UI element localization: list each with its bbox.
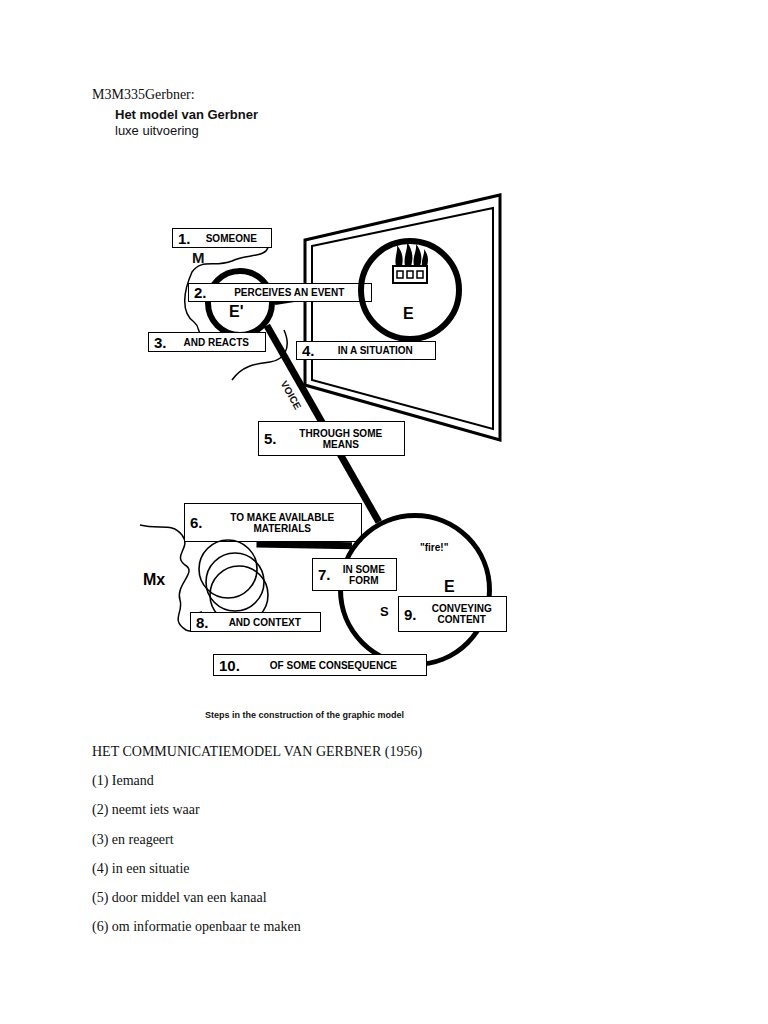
step-text: AND CONTEXT [215, 617, 315, 628]
window-frame [305, 195, 500, 440]
step-box: 8. AND CONTEXT [190, 612, 321, 632]
step-text: TO MAKE AVAILABLE MATERIALS [217, 512, 347, 534]
step-text: SOMEONE [197, 233, 266, 244]
event-circle: E [358, 238, 462, 342]
step-number: 2. [194, 285, 207, 300]
flame [405, 242, 413, 266]
document-id: M3M335Gerbner: [92, 87, 195, 103]
circle-text: Mx [143, 572, 165, 588]
factory-icon [393, 242, 428, 283]
diagram-title: Het model van Gerbner [115, 107, 258, 122]
step-box: 4. IN A SITUATION [296, 341, 436, 360]
circle-outline [358, 238, 462, 342]
circle-text: E [403, 306, 414, 322]
step-number: 5. [264, 431, 277, 446]
step-box: 7. IN SOME FORM [312, 558, 397, 591]
step-box: 3. AND REACTS [148, 332, 266, 352]
step-text: CONVEYING CONTENT [424, 603, 499, 625]
circle-text: "fire!" [420, 543, 448, 553]
flame [395, 245, 402, 266]
circle-ring [361, 241, 459, 339]
step-number: 6. [190, 515, 203, 530]
step-text: PERCEIVES AN EVENT [213, 287, 366, 298]
step-box: 10. OF SOME CONSEQUENCE [213, 654, 427, 676]
event-circle: E' [205, 268, 275, 338]
window-frame-inner [312, 208, 493, 429]
step-box: 1. SOMEONE [172, 228, 272, 248]
step-text: AND REACTS [173, 337, 260, 348]
step-number: 7. [318, 567, 331, 582]
section-heading: HET COMMUNICATIEMODEL VAN GERBNER (1956) [92, 744, 422, 760]
step-text: IN SOME FORM [337, 564, 391, 586]
factory-window [417, 271, 423, 278]
factory-building [393, 266, 427, 283]
step-box: 6. TO MAKE AVAILABLE MATERIALS [184, 503, 362, 542]
step-number: 9. [404, 607, 417, 622]
list-item: (1) Iemand [92, 773, 154, 789]
step-number: 3. [154, 335, 167, 350]
circle-text: E [444, 579, 455, 595]
circle-outline [205, 268, 275, 338]
flame [414, 244, 422, 266]
step-number: 10. [219, 658, 240, 673]
circle-ring [208, 271, 272, 335]
step-text: OF SOME CONSEQUENCE [246, 660, 421, 671]
factory-window [397, 271, 403, 278]
step-box: 9. CONVEYING CONTENT [398, 596, 507, 632]
list-item: (5) door middel van een kanaal [92, 890, 267, 906]
step-number: 8. [196, 615, 209, 630]
list-item: (6) om informatie openbaar te maken [92, 919, 301, 935]
step-number: 1. [178, 231, 191, 246]
step-number: 4. [302, 343, 315, 358]
list-item: (2) neemt iets waar [92, 802, 200, 818]
symbol-label: M [192, 249, 205, 266]
figure-caption: Steps in the construction of the graphic… [205, 710, 404, 720]
step-text: IN A SITUATION [321, 345, 430, 356]
flame [422, 249, 428, 266]
step-box: 5. THROUGH SOME MEANS [258, 421, 405, 456]
step-box: 2. PERCEIVES AN EVENT [188, 283, 372, 302]
list-item: (4) in een situatie [92, 861, 190, 877]
circle-text: S [380, 605, 389, 618]
context-ring [206, 553, 264, 611]
circle-text: E' [229, 304, 243, 320]
subtitle: luxe uitvoering [115, 123, 199, 138]
step-text: THROUGH SOME MEANS [293, 428, 388, 450]
factory-window [407, 271, 413, 278]
list-item: (3) en reageert [92, 832, 174, 848]
connector [257, 544, 352, 546]
